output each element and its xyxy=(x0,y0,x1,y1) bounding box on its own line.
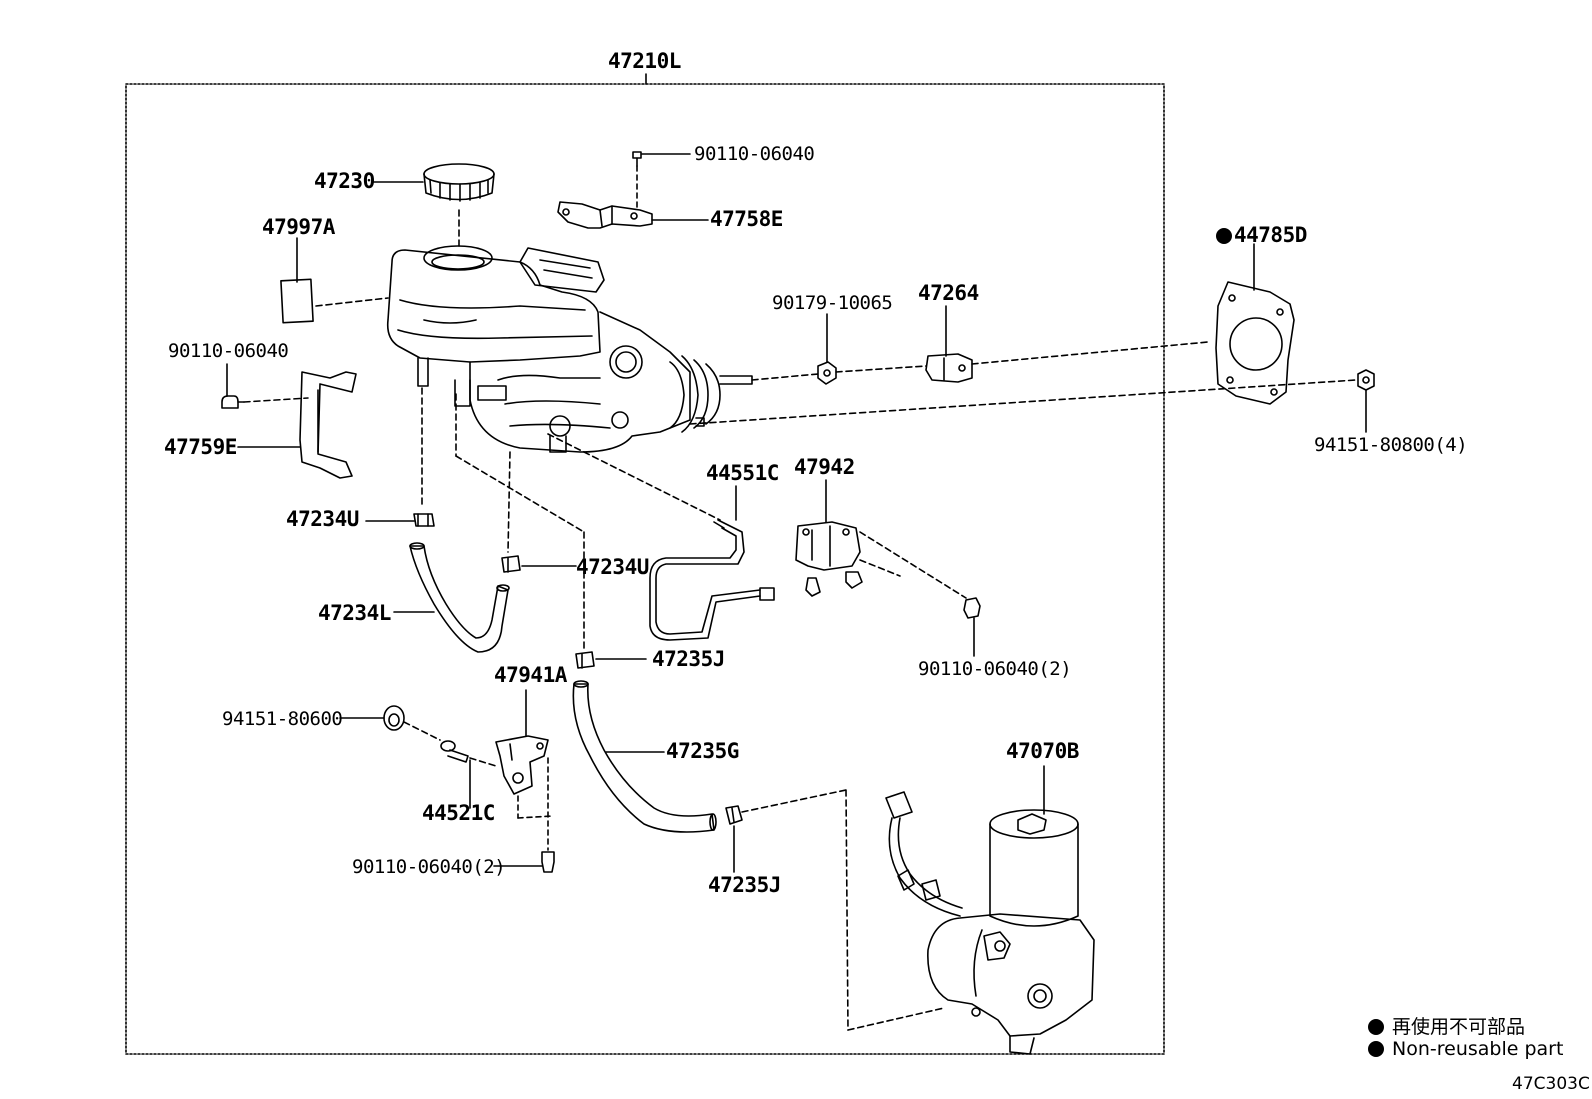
bracket-47758e xyxy=(557,201,653,229)
label-47942: 47942 xyxy=(794,455,855,479)
label-94151-80600: 94151-80600 xyxy=(222,708,343,730)
clamp-47235j-b xyxy=(725,805,743,825)
reservoir-cap xyxy=(423,163,495,202)
label-47234u-a: 47234U xyxy=(286,507,359,531)
label-90179-10065: 90179-10065 xyxy=(772,292,893,314)
nut-94151-80800 xyxy=(1357,369,1375,391)
clamp-47235j-a xyxy=(575,651,595,669)
hose-47234l xyxy=(409,542,510,653)
label-47264: 47264 xyxy=(918,281,979,305)
brake-booster-body xyxy=(386,245,753,453)
bolt-left xyxy=(221,395,245,409)
label-44785d: 44785D xyxy=(1234,223,1307,247)
label-47235j-a: 47235J xyxy=(652,647,725,671)
label-47759e: 47759E xyxy=(164,435,237,459)
bolt-top xyxy=(632,151,642,167)
bracket-47942 xyxy=(795,521,863,597)
label-47997a: 47997A xyxy=(262,215,335,239)
nut-90179 xyxy=(817,361,837,385)
label-44521c: 44521C xyxy=(422,801,495,825)
non-reusable-dot-44785d xyxy=(1216,228,1232,244)
clamp-47234u-b xyxy=(501,555,521,573)
legend-english: Non-reusable part xyxy=(1368,1038,1563,1060)
legend-japanese: 再使用不可部品 xyxy=(1368,1012,1525,1039)
bolt-bottom xyxy=(541,851,555,873)
bracket-47759e xyxy=(299,371,357,479)
label-90110-06040-2-bottom: 90110-06040(2) xyxy=(352,856,506,878)
legend-dot-icon xyxy=(1368,1041,1384,1057)
label-47234l: 47234L xyxy=(318,601,391,625)
label-47234u-b: 47234U xyxy=(576,555,649,579)
label-47235g: 47235G xyxy=(666,739,739,763)
label-90110-06040-2-right: 90110-06040(2) xyxy=(918,658,1072,680)
label-47941a: 47941A xyxy=(494,663,567,687)
legend-english-text: Non-reusable part xyxy=(1392,1038,1564,1060)
label-90110-06040-left: 90110-06040 xyxy=(168,340,289,362)
clamp-47234u-a xyxy=(413,513,435,527)
caution-label xyxy=(280,278,314,324)
label-47758e: 47758E xyxy=(710,207,783,231)
pump-motor-47070b xyxy=(885,791,1095,1055)
label-47230: 47230 xyxy=(314,169,375,193)
tube-44551c xyxy=(649,519,775,641)
hose-47235g xyxy=(572,680,717,833)
legend-dot-icon xyxy=(1368,1019,1384,1035)
bolt-47942 xyxy=(963,597,981,619)
label-90110-06040-top: 90110-06040 xyxy=(694,143,815,165)
label-47070b: 47070B xyxy=(1006,739,1079,763)
bracket-47941a xyxy=(495,735,549,795)
bracket-47264 xyxy=(925,353,973,383)
gasket-44785d xyxy=(1215,281,1295,405)
legend-japanese-text: 再使用不可部品 xyxy=(1392,1016,1526,1038)
figure-code: 47C303C xyxy=(1512,1074,1590,1094)
label-47235j-b: 47235J xyxy=(708,873,781,897)
bolt-44521c xyxy=(440,740,469,763)
label-44551c: 44551C xyxy=(706,461,779,485)
label-94151-80800-4: 94151-80800(4) xyxy=(1314,434,1468,456)
label-47210l: 47210L xyxy=(608,49,681,73)
grommet-94151-80600 xyxy=(383,705,405,731)
